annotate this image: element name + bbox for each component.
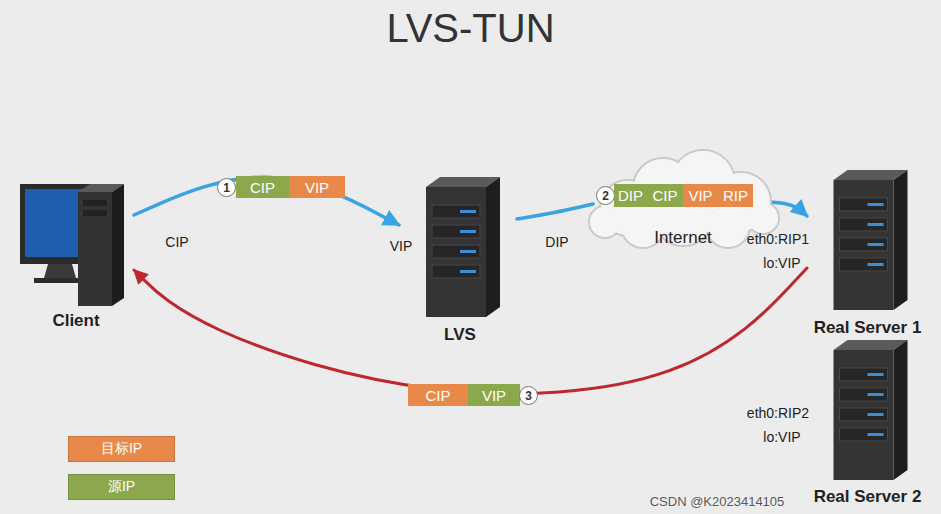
callout-number: 1 [217, 178, 236, 197]
legend-swatch: 目标IP [68, 436, 175, 462]
legend-text: 源IP [108, 478, 135, 496]
packet-field: VIP [289, 176, 345, 198]
packet-field: VIP [683, 184, 718, 207]
interface-label: VIP [384, 236, 418, 256]
packet-field: CIP [236, 176, 289, 198]
callout-number: 2 [596, 186, 615, 205]
node-label: LVS [405, 325, 515, 345]
lvs-server: LVS [405, 175, 515, 347]
server-icon [805, 168, 930, 314]
server-icon [805, 338, 930, 484]
server-icon [405, 175, 515, 321]
interface-label: lo:VIP [756, 428, 808, 446]
real-server: Real Server 2 [805, 338, 930, 508]
packet-field: CIP [408, 384, 468, 406]
legend-swatch: 源IP [68, 474, 175, 500]
packet-field: RIP [718, 184, 753, 207]
client-computer: Client [20, 178, 132, 333]
pc-icon [20, 178, 132, 308]
packet-field: CIP [647, 184, 683, 207]
interface-label: DIP [540, 232, 574, 252]
interface-label: lo:VIP [756, 254, 808, 272]
flow-arrow [517, 204, 593, 219]
node-label: Real Server 1 [805, 318, 930, 338]
callout-number: 3 [519, 386, 538, 405]
real-server: Real Server 1 [805, 168, 930, 340]
diagram-title: LVS-TUN [0, 6, 941, 51]
node-label: Real Server 2 [805, 487, 930, 507]
interface-label: CIP [160, 232, 194, 252]
legend-text: 目标IP [101, 440, 142, 458]
interface-label: eth0:RIP1 [742, 230, 814, 248]
packet-field: DIP [614, 184, 647, 207]
watermark: CSDN @K2023414105 [632, 492, 802, 510]
packet-field: VIP [468, 384, 520, 406]
interface-label: eth0:RIP2 [742, 404, 814, 422]
node-label: Client [20, 311, 132, 331]
